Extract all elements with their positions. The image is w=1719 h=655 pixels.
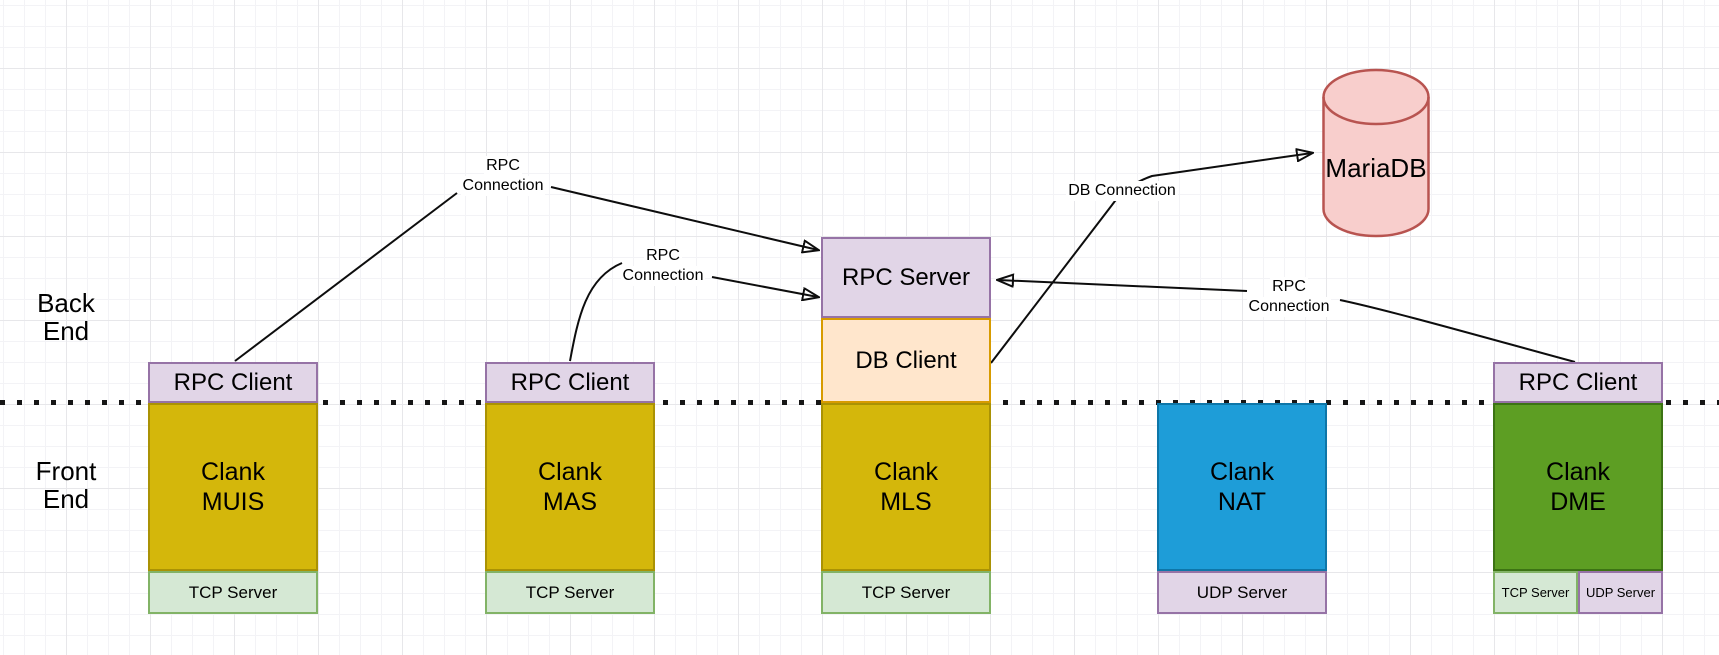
dme-title-line1: Clank [1546,458,1610,486]
mas-tcp-server-box: TCP Server [485,571,655,614]
mls-title-line1: Clank [874,458,938,486]
nat-main-box: Clank NAT [1157,403,1327,571]
rpc-connection-muis-arrow [550,186,818,250]
rpc-connection-label-mas: RPC Connection [601,246,725,286]
rpc-connection-dme-segment [1339,299,1576,363]
muis-title-line1: Clank [201,458,265,486]
mls-title-line2: MLS [880,488,932,516]
rpc-connection-label-dme: RPC Connection [1227,277,1351,317]
dme-tcp-server-box: TCP Server [1493,571,1578,614]
dme-main-box: Clank DME [1493,403,1663,571]
mls-db-client-label: DB Client [855,346,957,374]
rpc-connection-dme-line1: RPC [1270,277,1308,297]
front-end-line1: Front [35,456,97,486]
rpc-connection-muis-segment [234,192,458,362]
mariadb-database-cylinder-icon [1322,68,1430,238]
rpc-connection-muis-line1: RPC [484,156,522,176]
rpc-connection-mas-segment [569,262,623,362]
dme-rpc-client-box: RPC Client [1493,362,1663,403]
rpc-connection-mas-line1: RPC [644,246,682,266]
mls-db-client-box: DB Client [821,318,991,403]
rpc-connection-dme-line2: Connection [1246,297,1332,317]
dme-udp-server-label: UDP Server [1585,585,1656,600]
muis-rpc-client-box: RPC Client [148,362,318,403]
nat-title-line1: Clank [1210,458,1274,486]
nat-udp-server-label: UDP Server [1196,582,1288,602]
nat-udp-server-box: UDP Server [1157,571,1327,614]
rpc-connection-dme-arrow [998,280,1248,292]
front-end-line2: End [42,484,90,514]
muis-tcp-server-box: TCP Server [148,571,318,614]
dme-udp-server-box: UDP Server [1578,571,1663,614]
back-end-line2: End [42,316,90,346]
db-connection-label: DB Connection [1060,181,1184,201]
mas-rpc-client-box: RPC Client [485,362,655,403]
mls-rpc-server-box: RPC Server [821,237,991,318]
mas-main-box: Clank MAS [485,403,655,571]
nat-title-line2: NAT [1217,488,1267,516]
mas-rpc-client-label: RPC Client [510,368,630,396]
back-end-line1: Back [37,288,95,318]
muis-title-line2: MUIS [201,488,265,516]
mls-rpc-server-label: RPC Server [841,263,971,291]
front-end-label: Front End [16,457,116,513]
dme-tcp-server-label: TCP Server [1501,585,1570,600]
dme-rpc-client-label: RPC Client [1518,368,1638,396]
muis-main-box: Clank MUIS [148,403,318,571]
db-connection-text: DB Connection [1066,181,1178,201]
rpc-connection-mas-line2: Connection [620,266,706,286]
dme-title-line2: DME [1550,488,1606,516]
mls-tcp-server-label: TCP Server [861,582,951,602]
mls-tcp-server-box: TCP Server [821,571,991,614]
mls-main-box: Clank MLS [821,403,991,571]
rpc-connection-mas-arrow [711,276,818,297]
back-end-label: Back End [16,289,116,345]
rpc-connection-label-muis: RPC Connection [441,156,565,196]
mas-tcp-server-label: TCP Server [525,582,615,602]
muis-tcp-server-label: TCP Server [188,582,278,602]
muis-rpc-client-label: RPC Client [173,368,293,396]
rpc-connection-muis-line2: Connection [460,176,546,196]
mas-title-line2: MAS [542,488,598,516]
mas-title-line1: Clank [538,458,602,486]
mariadb-label: MariaDB [1325,153,1427,183]
